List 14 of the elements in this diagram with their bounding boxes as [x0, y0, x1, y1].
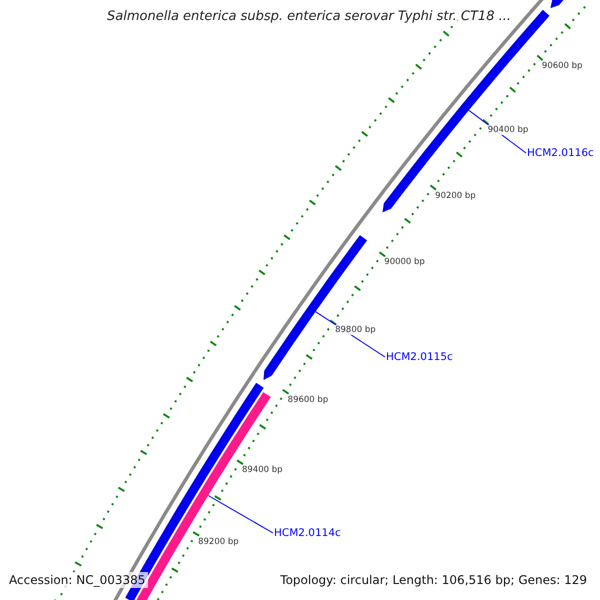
position-label: 90400 bp — [488, 124, 528, 135]
position-label: 89200 bp — [198, 536, 239, 547]
position-label: 90200 bp — [435, 190, 476, 200]
accession-label: Accession: NC_003385 — [6, 572, 148, 588]
position-label: 90000 bp — [384, 257, 425, 268]
gene-feature — [264, 235, 368, 380]
position-label: 89600 bp — [288, 394, 328, 405]
gene-label: HCM2.0115c — [386, 350, 453, 364]
position-label: 89800 bp — [335, 325, 376, 336]
leader-line — [208, 495, 274, 534]
position-label: 89400 bp — [242, 465, 283, 476]
gene-label: HCM2.0116c — [527, 146, 594, 160]
position-label: 90600 bp — [542, 60, 582, 71]
gene-label: HCM2.0114c — [274, 526, 341, 540]
